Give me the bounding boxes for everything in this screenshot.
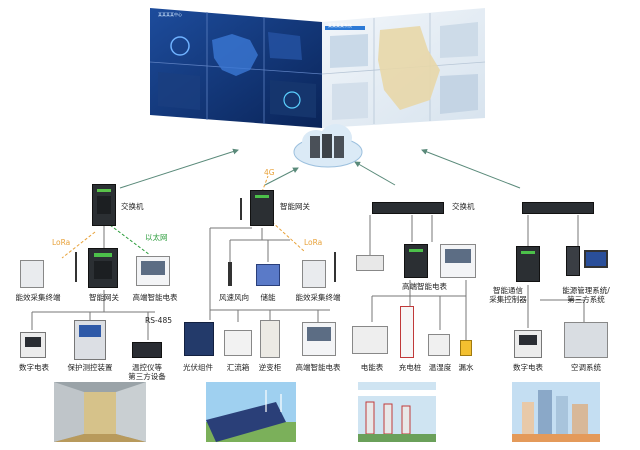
group2-item-0: 光伏组件 <box>183 363 213 372</box>
4g-label: 4G <box>264 168 275 177</box>
temp-humidity-sensor-device <box>428 334 450 356</box>
photo-solar-farm <box>206 382 296 442</box>
cloud-icon <box>293 124 363 168</box>
ems-label: 能源管理系统/ <box>562 286 610 295</box>
comm-controller-label: 智能通信 <box>493 286 523 295</box>
inverter-cabinet-device <box>260 320 280 358</box>
hvac-system-device <box>564 322 608 358</box>
photo-power-room <box>54 382 146 442</box>
group2-item-3: 高端智能电表 <box>295 363 341 372</box>
smart-meter-label: 高端智能电表 <box>132 293 178 302</box>
smart-meter-label-3: 高端智能电表 <box>402 282 447 291</box>
monitor-icon <box>584 250 608 268</box>
group3-item-2: 温湿度 <box>428 363 452 372</box>
ethernet-label: 以太网 <box>145 233 168 242</box>
group3-item-0: 电能表 <box>360 363 384 372</box>
camera-icon <box>356 255 384 271</box>
lora-label-2: LoRa <box>304 238 323 247</box>
charging-pile-device <box>400 306 414 358</box>
smart-meter-device <box>136 256 170 286</box>
group1-item-3: 第三方设备 <box>128 372 166 381</box>
gateway-antenna-icon <box>240 198 242 220</box>
switch-rack-device <box>372 202 444 214</box>
switch-device <box>92 184 116 226</box>
group2-item-2: 逆变柜 <box>258 363 282 372</box>
comm-controller-label-2: 采集控制器 <box>489 295 527 304</box>
energy-terminal-label: 能效采集终端 <box>15 293 61 302</box>
switch-label: 交换机 <box>121 202 144 211</box>
energy-terminal-device-2 <box>302 260 326 288</box>
center-gateway-device <box>250 190 274 226</box>
server-icon <box>566 246 580 276</box>
energy-terminal-device <box>20 260 44 288</box>
switch-rack-device-2 <box>522 202 594 214</box>
right-screen-title: 某某某某系统 <box>328 23 352 28</box>
group4-item-0: 数字电表 <box>513 363 543 372</box>
antenna-icon <box>75 252 77 282</box>
wind-label: 风速风向 <box>219 293 249 302</box>
storage-label: 储能 <box>260 293 276 302</box>
lora-label: LoRa <box>52 238 71 247</box>
group4-item-1: 空调系统 <box>571 363 601 372</box>
digital-meter-device-2 <box>514 330 542 358</box>
ems-label-2: 第三方系统 <box>567 295 605 304</box>
group3-item-1: 充电桩 <box>398 363 422 372</box>
center-gateway-label: 智能网关 <box>280 202 310 211</box>
smart-gateway-device <box>88 248 118 288</box>
smart-meter-device-2 <box>302 322 336 356</box>
group1-item-2: 温控仪等 <box>132 363 162 372</box>
combiner-box-device <box>224 330 252 356</box>
gateway-device-3 <box>404 244 428 278</box>
digital-meter-device <box>20 332 46 358</box>
comm-controller-device <box>516 246 540 282</box>
switch-rack-label: 交换机 <box>452 202 475 211</box>
group3-item-3: 漏水 <box>458 363 474 372</box>
antenna-icon-2 <box>334 252 336 282</box>
pv-module-device <box>184 322 214 356</box>
smart-gateway-label: 智能网关 <box>89 293 119 302</box>
wind-sensor-icon <box>228 262 232 286</box>
storage-device <box>256 264 280 286</box>
monitoring-screen-wall <box>149 8 486 128</box>
photo-charging-station <box>358 382 436 442</box>
energy-meter-device <box>352 326 388 354</box>
energy-terminal-label-2: 能效采集终端 <box>295 293 341 302</box>
group2-item-1: 汇流箱 <box>226 363 250 372</box>
group1-item-0: 数字电表 <box>19 363 49 372</box>
temperature-controller-device <box>132 342 162 358</box>
protection-device <box>74 320 106 360</box>
rs485-label: RS-485 <box>145 316 172 325</box>
water-leak-sensor-device <box>460 340 472 356</box>
photo-buildings <box>512 382 600 442</box>
smart-meter-device-3 <box>440 244 476 278</box>
left-screen-title: 某某某某中心 <box>158 12 182 17</box>
group1-item-1: 保护测控装置 <box>67 363 113 372</box>
